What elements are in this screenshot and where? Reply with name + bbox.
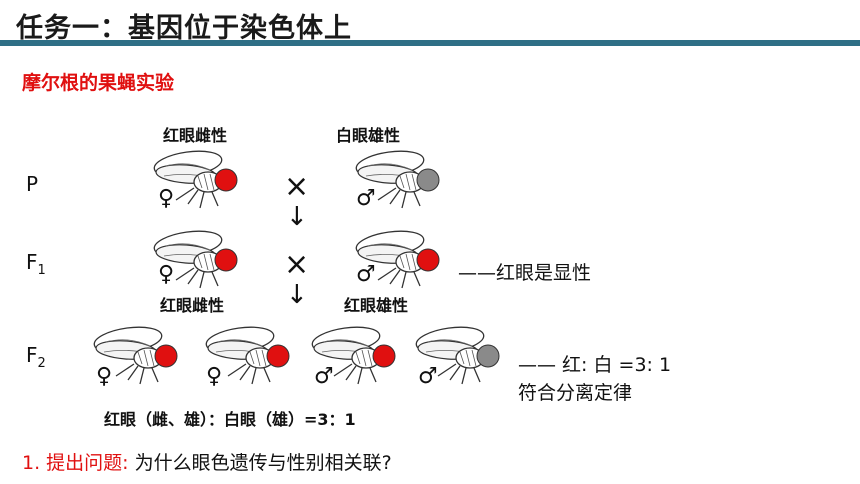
red-eye-icon — [214, 168, 238, 192]
fly-p-male — [354, 146, 440, 209]
red-eye-icon — [214, 248, 238, 272]
female-symbol-icon: ♀ — [158, 186, 175, 211]
generation-p: P — [26, 172, 39, 196]
male-symbol-icon: ♂ — [356, 262, 376, 287]
question-text: 为什么眼色遗传与性别相关联? — [134, 452, 392, 474]
male-symbol-icon: ♂ — [314, 364, 334, 389]
red-eye-icon — [416, 248, 440, 272]
fly-f2-female-1 — [92, 322, 178, 385]
male-symbol-icon: ♂ — [356, 186, 376, 211]
f2-ratio-note: —— 红: 白 =3: 1 — [518, 354, 672, 376]
female-symbol-icon: ♀ — [158, 262, 175, 287]
f1-male-label: 红眼雄性 — [344, 296, 409, 315]
fly-p-female — [152, 146, 238, 209]
question-number: 1. 提出问题: — [22, 452, 129, 474]
fly-f2-female-2 — [204, 322, 290, 385]
fly-f1-male — [354, 226, 440, 289]
fly-f2-male-red — [310, 322, 396, 385]
question-line: 1. 提出问题: 为什么眼色遗传与性别相关联? — [22, 448, 392, 475]
fly-f2-male-white — [414, 322, 500, 385]
female-symbol-icon: ♀ — [96, 364, 113, 389]
cross-icon: × — [284, 169, 310, 204]
arrow-down-icon: ↓ — [286, 280, 308, 310]
generation-f2: F2 — [26, 343, 46, 371]
red-eye-icon — [154, 344, 178, 368]
red-eye-icon — [266, 344, 290, 368]
f2-summary: 红眼（雌、雄）：白眼（雄）=3：1 — [104, 410, 356, 429]
fly-f1-female — [152, 226, 238, 289]
generation-f1: F1 — [26, 250, 46, 278]
white-eye-icon — [476, 344, 500, 368]
male-symbol-icon: ♂ — [418, 364, 438, 389]
red-eye-icon — [372, 344, 396, 368]
p-female-label: 红眼雌性 — [163, 126, 228, 145]
arrow-down-icon: ↓ — [286, 202, 308, 232]
white-eye-icon — [416, 168, 440, 192]
f1-dominance-note: ——红眼是显性 — [458, 262, 592, 284]
title-underline — [0, 40, 860, 46]
cross-icon: × — [284, 247, 310, 282]
page-title: 任务一：基因位于染色体上 — [16, 13, 352, 44]
section-subtitle: 摩尔根的果蝇实验 — [22, 72, 175, 94]
p-male-label: 白眼雄性 — [336, 126, 401, 145]
f2-law-note: 符合分离定律 — [518, 382, 633, 404]
f1-female-label: 红眼雌性 — [160, 296, 225, 315]
female-symbol-icon: ♀ — [206, 364, 223, 389]
